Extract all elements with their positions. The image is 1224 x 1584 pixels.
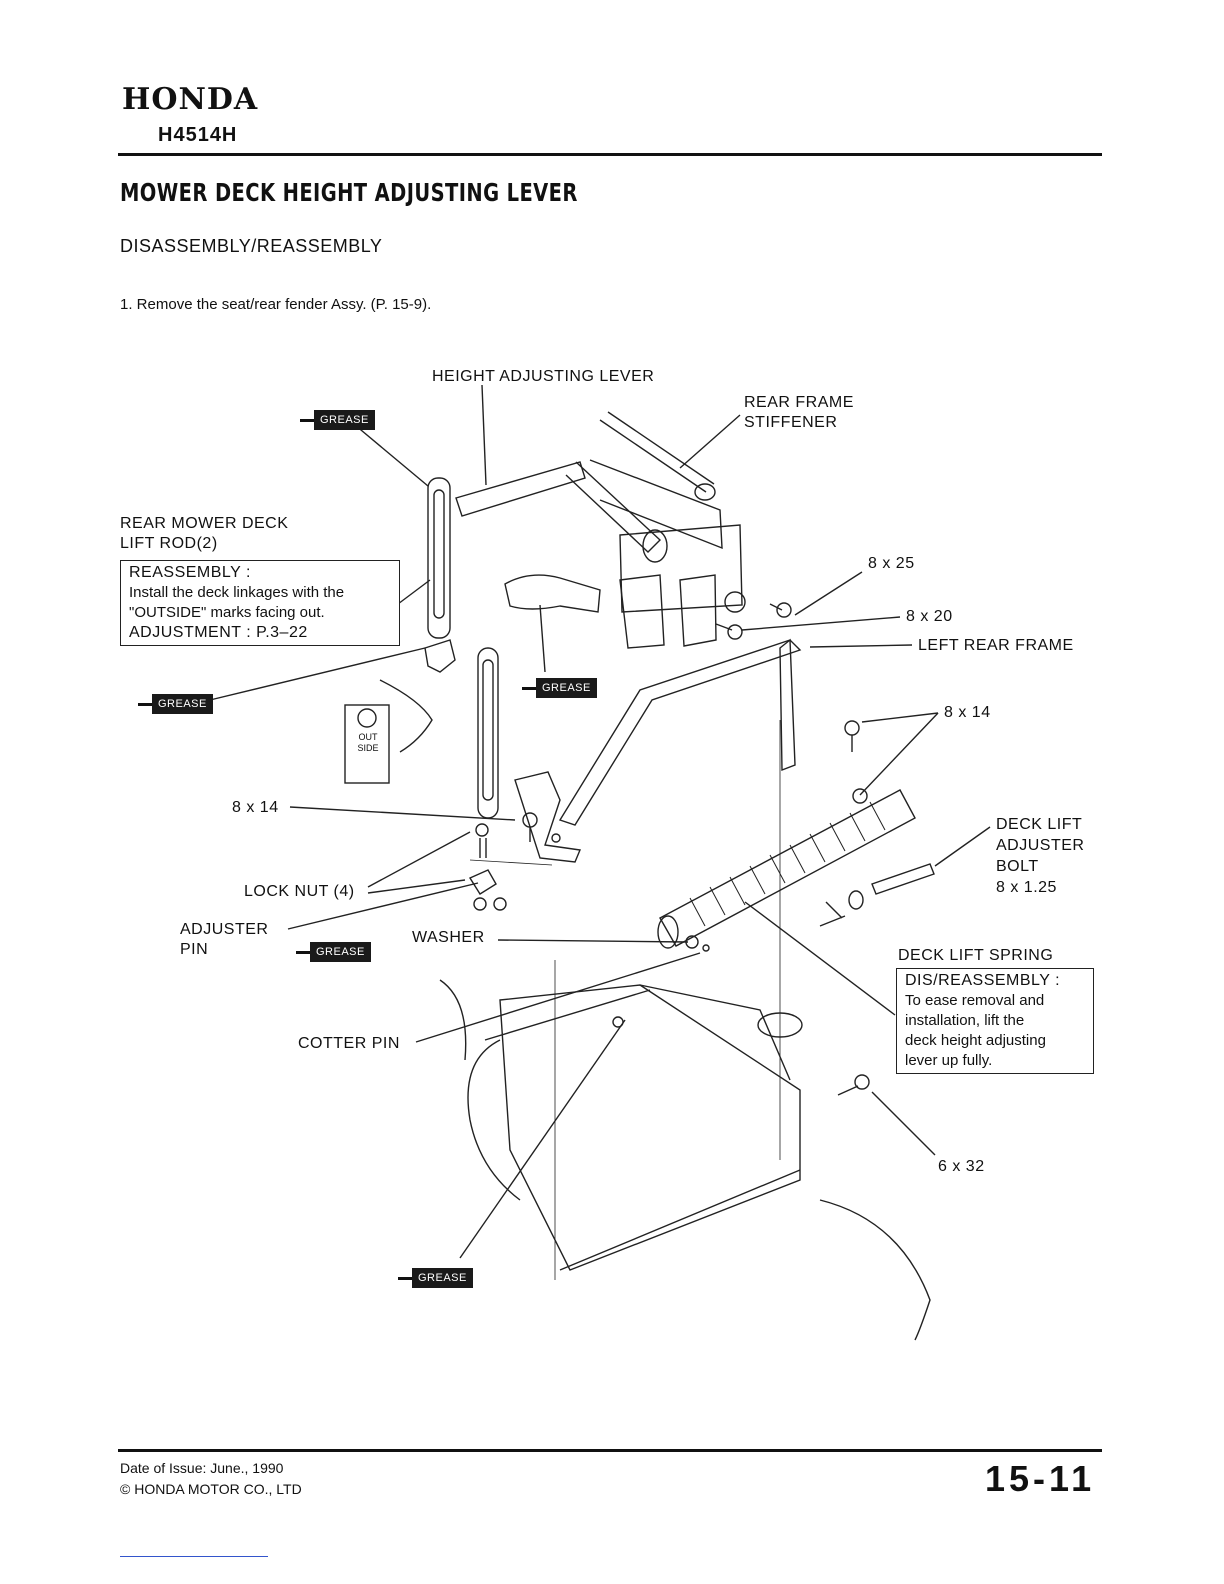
leader-8x25 — [794, 571, 863, 616]
leader-grease-bottom — [459, 1019, 626, 1259]
reassembly-line-2: "OUTSIDE" marks facing out. — [129, 604, 325, 621]
deck-lift-spring — [659, 789, 916, 947]
label-left-rear-frame: LEFT REAR FRAME — [918, 637, 1074, 654]
dis-reassembly-heading: DIS/REASSEMBLY : — [905, 972, 1061, 989]
dis-reassembly-note: DIS/REASSEMBLY : To ease removal and ins… — [896, 968, 1094, 1074]
footer-rule — [118, 1449, 1102, 1452]
label-adjuster-pin-1: ADJUSTER — [180, 921, 269, 938]
left-rear-frame — [558, 639, 802, 826]
lift-rod-1 — [427, 477, 451, 639]
label-lock-nut: LOCK NUT (4) — [244, 883, 355, 900]
leader-8x14-a — [861, 712, 939, 723]
leader-height-lever — [481, 384, 487, 486]
grease-stem — [398, 1276, 412, 1280]
dis-reassembly-line-4: lever up fully. — [905, 1052, 993, 1069]
grease-tube-icon: GREASE — [310, 942, 371, 962]
deck-lift-bolt — [871, 863, 935, 895]
grease-tube-icon: GREASE — [536, 678, 597, 698]
dis-reassembly-line-2: installation, lift the — [905, 1012, 1025, 1029]
model-number: H4514H — [158, 124, 238, 146]
engine-area — [499, 984, 801, 1271]
grease-callout-mid: GREASE — [522, 678, 597, 698]
grease-tube-icon: GREASE — [412, 1268, 473, 1288]
label-bolt-6x32: 6 x 32 — [938, 1158, 985, 1175]
label-lift-rod: LIFT ROD(2) — [120, 535, 218, 552]
step-1: 1. Remove the seat/rear fender Assy. (P.… — [120, 296, 432, 313]
adjustment-reference: ADJUSTMENT : P.3–22 — [129, 624, 308, 641]
label-height-adjusting-lever: HEIGHT ADJUSTING LEVER — [432, 368, 655, 385]
label-bolt-8x1-25: 8 x 1.25 — [996, 879, 1057, 896]
leader-rear-stiffener — [679, 414, 741, 469]
outside-mark: OUT SIDE — [357, 732, 379, 753]
label-bolt-8x20: 8 x 20 — [906, 608, 953, 625]
grease-tube-icon: GREASE — [314, 410, 375, 430]
label-adjuster-pin-2: PIN — [180, 941, 209, 958]
label-deck-lift-spring: DECK LIFT SPRING — [898, 947, 1054, 964]
dis-reassembly-line-1: To ease removal and — [905, 992, 1045, 1009]
grease-tube-icon: GREASE — [152, 694, 213, 714]
lift-rod-2 — [477, 647, 499, 819]
label-stiffener: STIFFENER — [744, 414, 838, 431]
brand-logo: HONDA — [122, 82, 259, 117]
leader-box — [397, 579, 431, 605]
rear-frame-stiffener — [599, 419, 707, 493]
leader-grease-mid — [539, 604, 546, 673]
header-rule — [118, 153, 1102, 156]
grease-callout-top: GREASE — [300, 410, 375, 430]
lever-handle — [504, 574, 601, 613]
label-washer: WASHER — [412, 929, 485, 946]
leader-deck-lift-spring — [744, 901, 896, 1016]
label-bolt: BOLT — [996, 858, 1039, 875]
reassembly-note: REASSEMBLY : Install the deck linkages w… — [120, 560, 400, 646]
grease-stem — [522, 686, 536, 690]
grease-callout-adjuster: GREASE — [296, 942, 371, 962]
leader-lock-nut-a — [367, 831, 471, 888]
lever-bar — [455, 461, 586, 517]
grease-stem — [300, 418, 314, 422]
leader-8x14-b — [859, 712, 939, 796]
reassembly-heading: REASSEMBLY : — [129, 564, 251, 581]
label-rear-frame: REAR FRAME — [744, 394, 854, 411]
leader-left-rear-frame — [809, 644, 913, 648]
grease-callout-left: GREASE — [138, 694, 213, 714]
leader-8x14-left — [289, 806, 516, 821]
leader-washer — [497, 939, 689, 943]
dis-reassembly-line-3: deck height adjusting — [905, 1032, 1046, 1049]
leader-lock-nut-b — [367, 879, 466, 894]
leader-6x32 — [871, 1091, 936, 1156]
page-title: MOWER DECK HEIGHT ADJUSTING LEVER — [120, 178, 578, 207]
copyright: © HONDA MOTOR CO., LTD — [120, 1481, 302, 1497]
underline-link — [120, 1556, 268, 1557]
label-rear-mower-deck: REAR MOWER DECK — [120, 515, 289, 532]
issue-date: Date of Issue: June., 1990 — [120, 1460, 284, 1476]
label-adjuster: ADJUSTER — [996, 837, 1085, 854]
leader-cotter-pin — [415, 952, 701, 1043]
reassembly-line-1: Install the deck linkages with the — [129, 584, 345, 601]
label-bolt-8x14-right: 8 x 14 — [944, 704, 991, 721]
section-subtitle: DISASSEMBLY/REASSEMBLY — [120, 236, 383, 256]
leader-8x20 — [741, 616, 901, 631]
grease-stem — [138, 702, 152, 706]
label-bolt-8x25: 8 x 25 — [868, 555, 915, 572]
leader-grease-top — [354, 424, 429, 487]
leader-deck-lift-bolt — [934, 826, 991, 867]
leader-grease-left — [209, 647, 426, 701]
label-deck-lift: DECK LIFT — [996, 816, 1083, 833]
leader-adjuster-pin — [287, 882, 479, 930]
page-number: 15-11 — [985, 1458, 1096, 1499]
label-bolt-8x14-left: 8 x 14 — [232, 799, 279, 816]
grease-callout-bottom: GREASE — [398, 1268, 473, 1288]
label-cotter-pin: COTTER PIN — [298, 1035, 400, 1052]
grease-stem — [296, 950, 310, 954]
